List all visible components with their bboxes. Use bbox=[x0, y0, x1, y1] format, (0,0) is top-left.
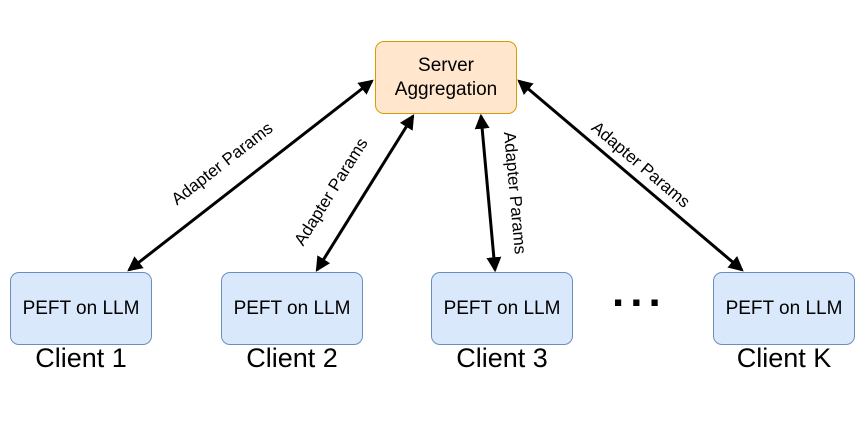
client-3-box-label: PEFT on LLM bbox=[443, 297, 561, 319]
server-label-line2: Aggregation bbox=[394, 78, 498, 100]
client-3-box: PEFT on LLM bbox=[431, 272, 573, 345]
arrow-client-1 bbox=[127, 79, 374, 272]
client-2-box: PEFT on LLM bbox=[221, 272, 363, 345]
server-label-line1: Server bbox=[418, 54, 474, 76]
arrow-client-2 bbox=[315, 114, 415, 272]
client-k-box-label: PEFT on LLM bbox=[725, 297, 843, 319]
client-2-name: Client 2 bbox=[246, 343, 338, 373]
client-k-name: Client K bbox=[736, 343, 832, 373]
more-clients-ellipsis: ... bbox=[612, 267, 667, 316]
arrow-client-3 bbox=[474, 113, 502, 273]
client-3-name: Client 3 bbox=[456, 343, 548, 373]
arrow-client-k bbox=[517, 79, 744, 272]
client-k-box: PEFT on LLM bbox=[713, 272, 855, 345]
client-1-name: Client 1 bbox=[35, 343, 127, 373]
client-1-box-label: PEFT on LLM bbox=[22, 297, 140, 319]
server-aggregation-box: Server Aggregation bbox=[375, 41, 517, 114]
client-1-box: PEFT on LLM bbox=[10, 272, 152, 345]
client-2-box-label: PEFT on LLM bbox=[233, 297, 351, 319]
